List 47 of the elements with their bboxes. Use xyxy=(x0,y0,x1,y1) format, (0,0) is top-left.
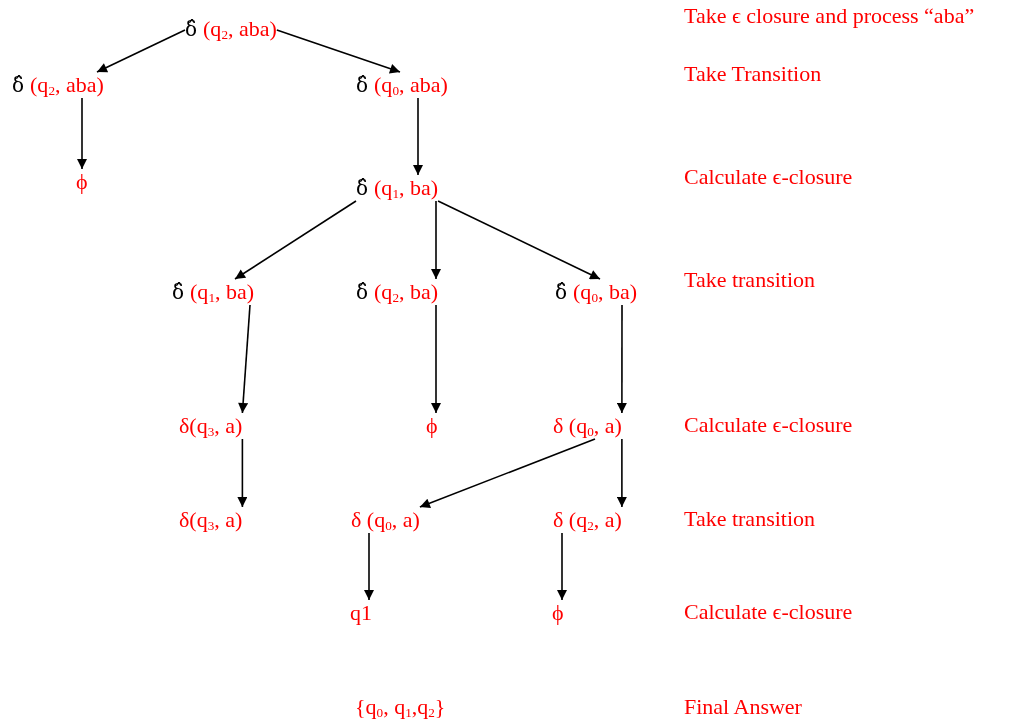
step-note: Take transition xyxy=(684,267,816,293)
step-note: Calculate ϵ-closure xyxy=(684,599,853,625)
step-note: Final Answer xyxy=(684,694,802,720)
arrow xyxy=(413,97,423,176)
step-note: Take Transition xyxy=(684,61,822,87)
operator-symbol: δ̂ xyxy=(356,279,369,305)
expression-text: (q$_{2}$, aba) xyxy=(203,16,277,42)
step-note: Calculate ϵ-closure xyxy=(684,412,853,438)
operator-symbol: δ̂ xyxy=(172,279,185,305)
arrow xyxy=(431,200,441,280)
arrow xyxy=(234,200,357,280)
arrow xyxy=(238,304,251,414)
operator-symbol: δ̂ xyxy=(356,72,369,98)
operator-symbol: δ̂ xyxy=(12,72,25,98)
arrow xyxy=(419,438,596,509)
expression-text: (q$_{0}$, ba) xyxy=(573,279,638,305)
step-note: Take transition xyxy=(684,506,816,532)
arrow xyxy=(557,532,567,601)
operator-symbol: δ̂ xyxy=(356,175,369,201)
expression-text: ϕ xyxy=(426,413,438,439)
arrow xyxy=(616,438,627,508)
arrow xyxy=(276,29,401,74)
arrow xyxy=(364,532,374,601)
operator-symbol: δ̂ xyxy=(185,16,198,42)
expression-text: (q$_{2}$, ba) xyxy=(374,279,439,305)
expression-text: δ (q$_{0}$, a) xyxy=(553,413,622,439)
expression-text: δ(q$_{3}$, a) xyxy=(179,507,243,533)
arrow xyxy=(616,304,627,414)
expression-text: δ(q$_{3}$, a) xyxy=(179,413,243,439)
arrow xyxy=(437,200,601,280)
expression-text: (q$_{0}$, aba) xyxy=(374,72,448,98)
operator-symbol: δ̂ xyxy=(555,279,568,305)
expression-text: q1 xyxy=(350,600,372,626)
arrow xyxy=(77,97,87,170)
expression-text: δ (q$_{0}$, a) xyxy=(351,507,420,533)
expression-text: (q$_{2}$, aba) xyxy=(30,72,104,98)
expression-text: (q$_{1}$, ba) xyxy=(190,279,255,305)
step-note: Take ϵ closure and process “aba” xyxy=(684,3,975,29)
expression-text: (q$_{1}$, ba) xyxy=(374,175,439,201)
expression-text: δ (q$_{2}$, a) xyxy=(553,507,622,533)
arrow xyxy=(237,438,248,508)
step-note: Calculate ϵ-closure xyxy=(684,164,853,190)
arrow xyxy=(431,304,441,414)
expression-text: ϕ xyxy=(552,600,564,626)
arrow xyxy=(96,29,186,73)
expression-text: ϕ xyxy=(76,169,88,195)
result-set: {q$_{0}$, q$_{1}$,q$_{2}$} xyxy=(355,694,446,720)
